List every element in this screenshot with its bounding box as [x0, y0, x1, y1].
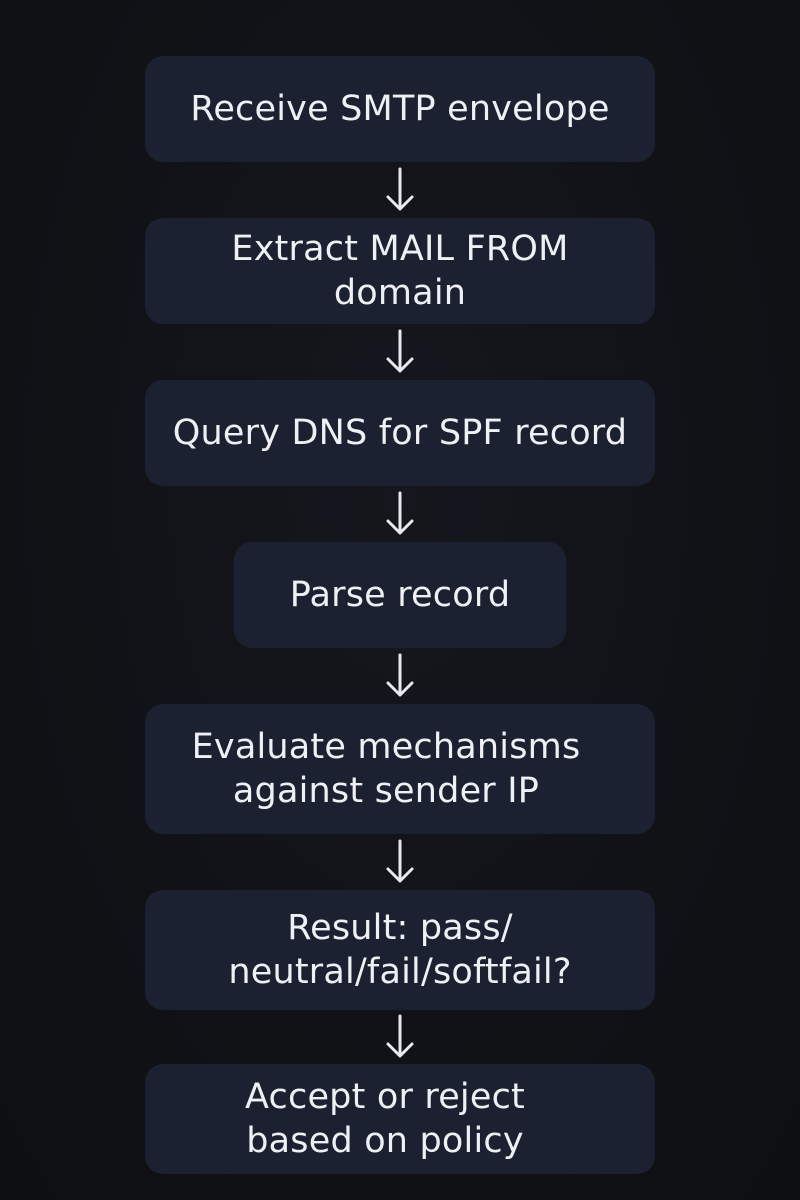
step-label: Receive SMTP envelope — [190, 89, 610, 129]
step-label: Query DNS for SPF record — [172, 413, 628, 453]
step-parse-record: Parse record — [234, 542, 566, 648]
step-query-dns-spf-record: Query DNS for SPF record — [145, 380, 655, 486]
step-receive-smtp-envelope: Receive SMTP envelope — [145, 56, 655, 162]
step-accept-or-reject: Accept or reject based on policy — [145, 1064, 655, 1174]
step-result-decision: Result: pass/ neutral/fail/softfail? — [145, 890, 655, 1010]
step-label: Parse record — [289, 575, 511, 615]
step-label: Accept or reject based on policy — [245, 1077, 525, 1161]
arrow-down-icon — [380, 165, 420, 215]
step-label: Result: pass/ neutral/fail/softfail? — [228, 908, 572, 992]
step-extract-mail-from-domain: Extract MAIL FROM domain — [145, 218, 655, 324]
step-label: Evaluate mechanisms against sender IP — [191, 727, 581, 811]
arrow-down-icon — [380, 1012, 420, 1062]
arrow-down-icon — [380, 327, 420, 377]
arrow-down-icon — [380, 837, 420, 887]
step-evaluate-mechanisms: Evaluate mechanisms against sender IP — [145, 704, 655, 834]
arrow-down-icon — [380, 651, 420, 701]
arrow-down-icon — [380, 489, 420, 539]
step-label: Extract MAIL FROM domain — [231, 229, 569, 313]
